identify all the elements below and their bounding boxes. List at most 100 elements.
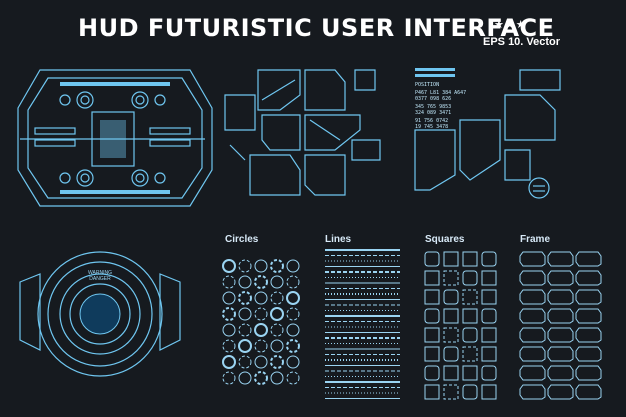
frame-element <box>575 270 602 286</box>
square-element <box>424 251 440 267</box>
frame-element <box>519 384 546 400</box>
frame-element <box>575 365 602 381</box>
frame-element <box>519 365 546 381</box>
square-element <box>443 384 459 400</box>
frame-element <box>519 270 546 286</box>
circles-grid <box>222 259 300 385</box>
square-element <box>443 270 459 286</box>
coord-line-6: 19 745 3478 <box>415 124 449 130</box>
danger-label: DANGER <box>89 276 111 282</box>
circle-element <box>222 323 236 337</box>
circle-element <box>254 275 268 289</box>
frame-element <box>547 384 574 400</box>
circle-element <box>286 291 300 305</box>
circle-element <box>254 371 268 385</box>
warning-label: WARNING <box>88 270 112 276</box>
circle-element <box>286 323 300 337</box>
circle-element <box>238 371 252 385</box>
coord-line-1: P467 L81 384 A647 <box>415 90 467 96</box>
square-element <box>443 308 459 324</box>
square-element <box>462 365 478 381</box>
frame-element <box>547 251 574 267</box>
square-element <box>424 327 440 343</box>
square-element <box>424 365 440 381</box>
section-frame: Frame <box>520 234 551 245</box>
circle-element <box>222 355 236 369</box>
square-element <box>443 346 459 362</box>
circle-element <box>254 355 268 369</box>
circle-element <box>238 275 252 289</box>
frame-grid <box>519 251 602 400</box>
frame-element <box>519 346 546 362</box>
circle-element <box>222 307 236 321</box>
circle-element <box>270 323 284 337</box>
square-element <box>424 308 440 324</box>
square-element <box>462 384 478 400</box>
circle-element <box>270 307 284 321</box>
circle-element <box>270 339 284 353</box>
square-element <box>481 270 497 286</box>
circle-element <box>222 275 236 289</box>
frame-element <box>519 308 546 324</box>
square-element <box>462 270 478 286</box>
square-element <box>424 346 440 362</box>
square-element <box>481 289 497 305</box>
square-element <box>462 346 478 362</box>
circle-element <box>286 355 300 369</box>
frame-element <box>519 251 546 267</box>
circle-element <box>222 339 236 353</box>
circle-element <box>286 275 300 289</box>
circle-element <box>286 371 300 385</box>
frame-element <box>547 270 574 286</box>
section-squares: Squares <box>425 234 465 245</box>
circle-element <box>254 339 268 353</box>
position-label: POSITION <box>415 82 440 88</box>
page-title: HUD FUTURISTIC USER INTERFACE <box>78 14 555 42</box>
circle-element <box>254 259 268 273</box>
circle-element <box>254 307 268 321</box>
circle-element <box>238 339 252 353</box>
squares-grid <box>424 251 497 400</box>
frame-element <box>519 327 546 343</box>
octagon-panel <box>17 69 213 207</box>
square-element <box>462 327 478 343</box>
fragment-cluster <box>224 69 381 196</box>
section-circles: Circles <box>225 234 259 245</box>
rating-stars: ★★★ <box>494 19 527 31</box>
frame-element <box>575 327 602 343</box>
square-element <box>462 251 478 267</box>
section-lines: Lines <box>325 234 352 245</box>
square-element <box>424 289 440 305</box>
square-element <box>443 327 459 343</box>
circle-element <box>286 339 300 353</box>
frame-element <box>575 384 602 400</box>
frame-element <box>575 289 602 305</box>
lines-grid <box>325 249 400 399</box>
circle-element <box>238 291 252 305</box>
frame-element <box>547 346 574 362</box>
circle-element <box>254 291 268 305</box>
square-element <box>481 308 497 324</box>
circle-element <box>286 307 300 321</box>
frame-element <box>547 327 574 343</box>
frame-element <box>547 365 574 381</box>
circle-element <box>270 275 284 289</box>
circle-element <box>270 291 284 305</box>
square-element <box>424 270 440 286</box>
square-element <box>481 327 497 343</box>
square-element <box>481 384 497 400</box>
frame-element <box>575 308 602 324</box>
coord-line-3: 345 765 9853 <box>415 104 452 110</box>
coord-line-2: 0377 098 626 <box>415 96 452 102</box>
circle-element <box>270 371 284 385</box>
format-subtitle: EPS 10. Vector <box>483 36 561 48</box>
circle-element <box>238 323 252 337</box>
circle-element <box>270 259 284 273</box>
square-element <box>462 308 478 324</box>
frame-element <box>547 308 574 324</box>
circle-element <box>222 291 236 305</box>
frame-element <box>575 251 602 267</box>
square-element <box>443 251 459 267</box>
square-element <box>481 346 497 362</box>
